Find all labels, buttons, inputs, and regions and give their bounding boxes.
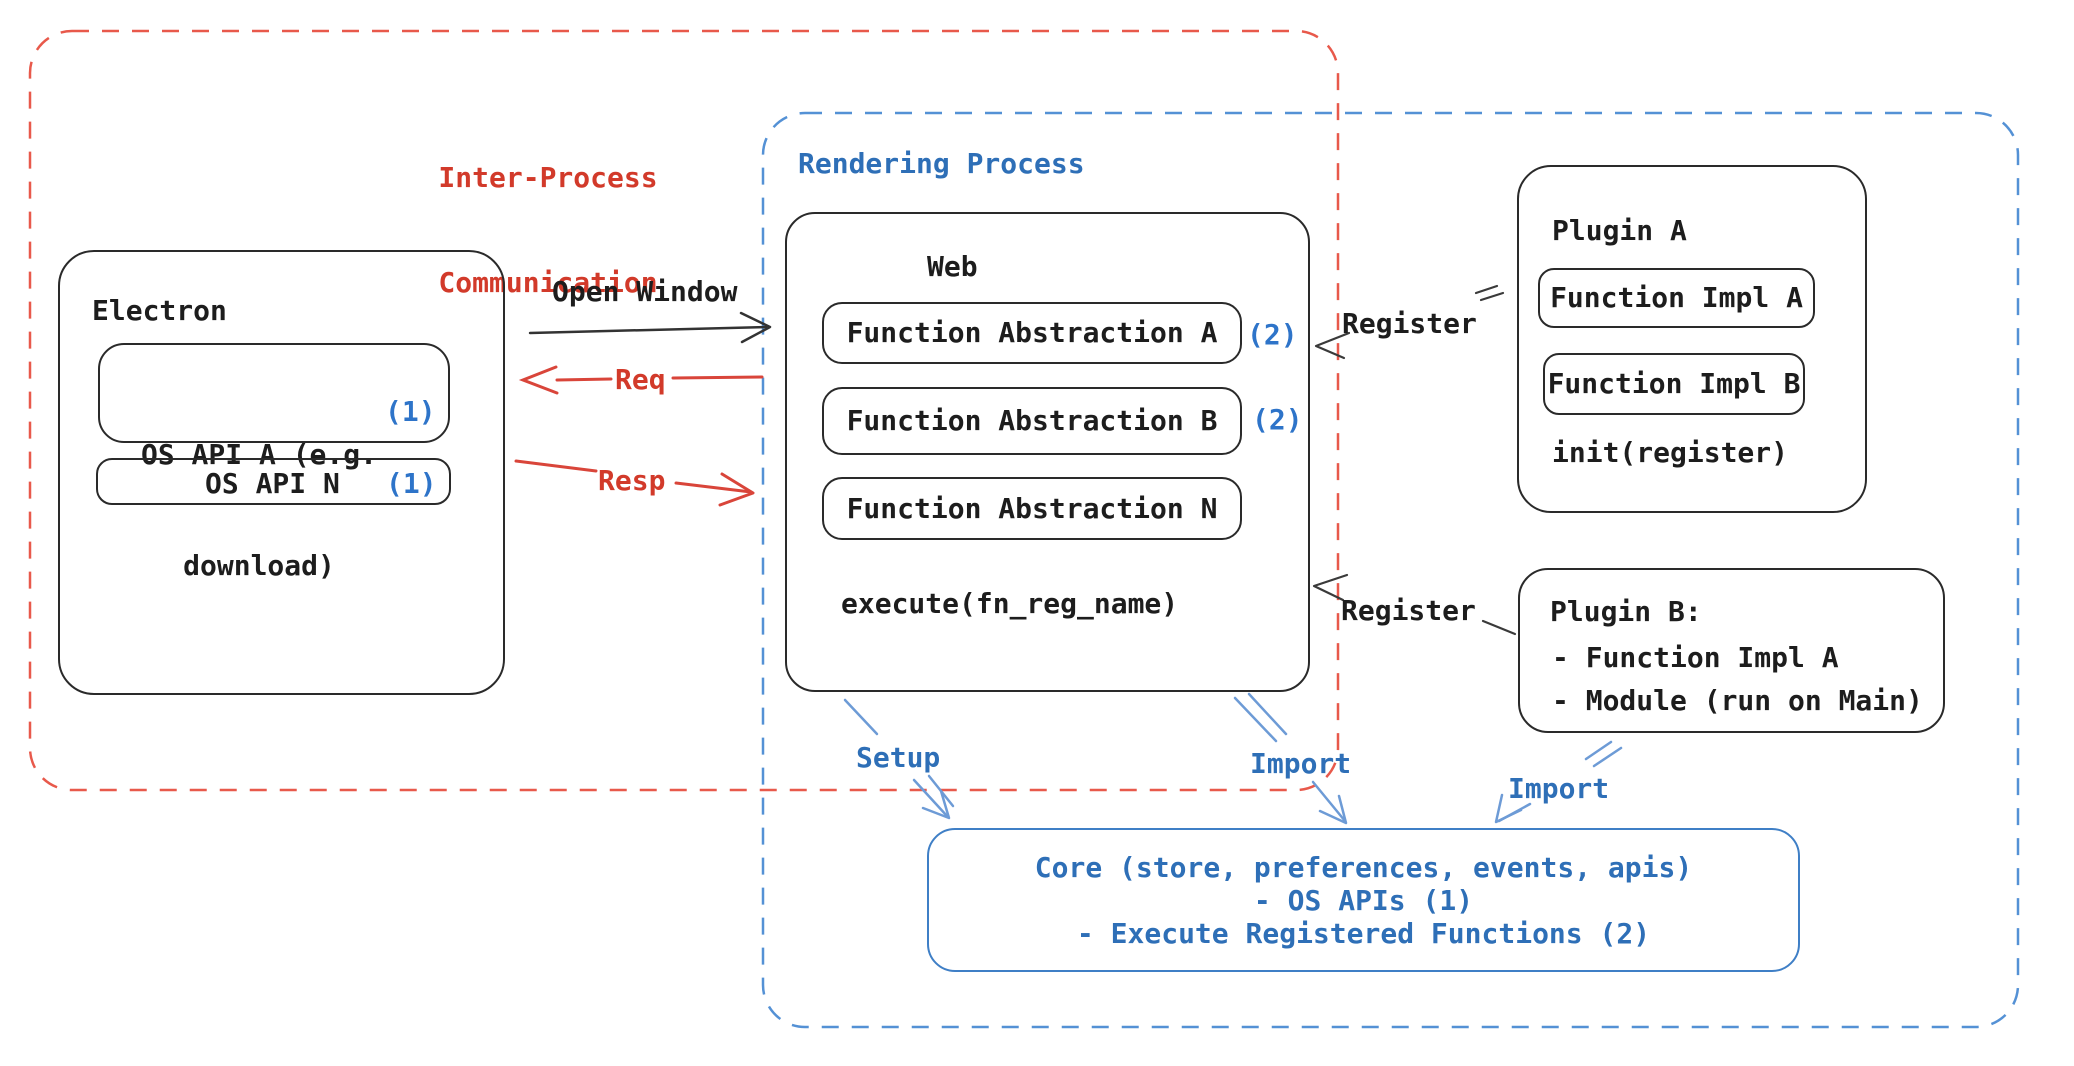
web-title: Web: [927, 250, 978, 283]
os-api-a-line2: download): [183, 549, 335, 582]
plugin-b-item-2: - Module (run on Main): [1552, 684, 1923, 717]
req-label: Req: [615, 363, 666, 396]
os-api-a-badge: (1): [385, 395, 436, 428]
function-impl-a-label: Function Impl A: [1550, 281, 1803, 314]
os-api-n-box: [96, 458, 451, 505]
rendering-process-label: Rendering Process: [798, 147, 1085, 180]
execute-call-text: execute(fn_reg_name): [841, 587, 1179, 620]
fn-abstraction-b-box: Function Abstraction B: [822, 387, 1242, 455]
fn-abstraction-a-badge: (2): [1247, 318, 1298, 351]
core-line1: Core (store, preferences, events, apis): [1034, 850, 1693, 884]
core-line2: - OS APIs (1): [1253, 883, 1474, 917]
setup-label: Setup: [856, 741, 941, 774]
function-impl-b-box: Function Impl B: [1543, 353, 1805, 415]
fn-abstraction-n-label: Function Abstraction N: [846, 491, 1218, 525]
plugin-b-box: [1518, 568, 1945, 733]
core-line3: - Execute Registered Functions (2): [1076, 916, 1651, 950]
os-api-n-label: OS API N: [205, 467, 340, 500]
function-impl-b-label: Function Impl B: [1547, 367, 1801, 400]
plugin-b-title: Plugin B:: [1550, 595, 1702, 628]
electron-title: Electron: [92, 294, 227, 327]
register-plugin-b-label: Register: [1341, 594, 1476, 627]
fn-abstraction-n-box: Function Abstraction N: [822, 477, 1242, 540]
fn-abstraction-b-badge: (2): [1252, 403, 1303, 436]
core-box: Core (store, preferences, events, apis) …: [927, 828, 1800, 972]
plugin-b-item-1: - Function Impl A: [1552, 641, 1839, 674]
init-call-text: init(register): [1552, 436, 1789, 469]
electron-box: [58, 250, 505, 695]
web-box: [785, 212, 1310, 692]
plugin-a-title: Plugin A: [1552, 214, 1687, 247]
register-plugin-a-label: Register: [1342, 307, 1477, 340]
os-api-a-label: OS API A (e.g. download): [98, 362, 420, 658]
function-impl-a-box: Function Impl A: [1538, 268, 1815, 328]
import-web-label: Import: [1250, 747, 1352, 780]
resp-label: Resp: [598, 464, 666, 497]
os-api-n-badge: (1): [386, 467, 437, 500]
plugin-a-box: [1517, 165, 1867, 513]
os-api-a-box: [98, 343, 450, 443]
fn-abstraction-a-box: Function Abstraction A: [822, 302, 1242, 364]
open-window-label: Open Window: [552, 275, 738, 308]
ipc-label-line1: Inter-Process: [438, 161, 658, 194]
fn-abstraction-b-label: Function Abstraction B: [846, 404, 1218, 437]
os-api-a-line1: OS API A (e.g.: [140, 438, 377, 471]
import-plugin-b-label: Import: [1508, 772, 1610, 805]
fn-abstraction-a-label: Function Abstraction A: [846, 316, 1218, 349]
